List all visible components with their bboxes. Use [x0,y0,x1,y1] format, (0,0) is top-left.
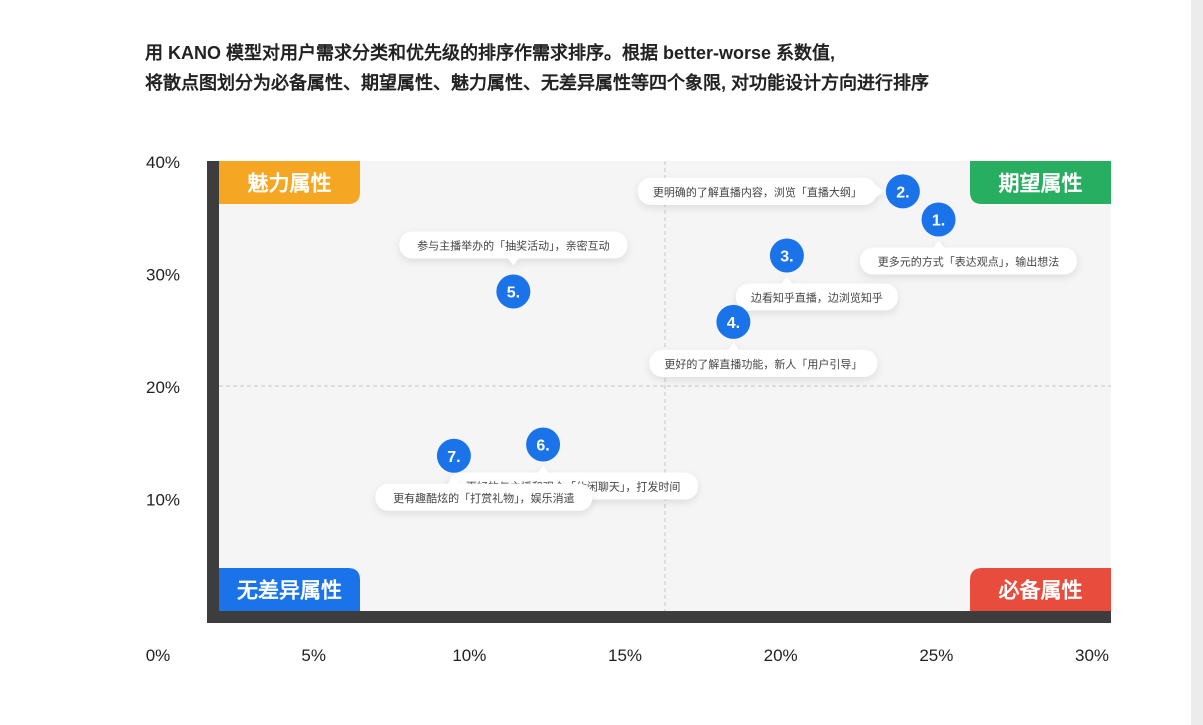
x-tick-label: 20% [764,646,798,665]
data-point-label: 7. [447,449,460,466]
callout-bubble [375,476,593,511]
quadrant-label-bg [970,568,1111,611]
quadrant-label-bg [219,161,360,204]
callout-text: 参与主播举办的「抽奖活动」，亲密互动 [417,239,610,253]
data-point-label: 2. [896,184,909,201]
data-point [716,304,751,339]
callout-box [860,247,1078,275]
callout-tail [727,342,740,351]
chart-description: 用 KANO 模型对用户需求分类和优先级的排序作需求排序。根据 better-w… [145,38,1145,98]
x-tick-label: 25% [919,646,953,665]
y-tick-label: 20% [146,378,180,397]
data-point [496,274,531,309]
callout-tail [447,476,460,485]
quadrant-label-bg [970,161,1111,204]
description-line-2: 将散点图划分为必备属性、期望属性、魅力属性、无差异属性等四个象限, 对功能设计方… [145,73,929,93]
quadrant-label: 魅力属性 [248,172,332,196]
callout-box [735,283,898,311]
y-tick-label: 10% [146,491,180,510]
callout-text: 更好的了解直播功能，新人「用户引导」 [664,357,862,371]
quadrant-label: 期望属性 [999,172,1083,196]
x-tick-label: 30% [1075,646,1109,665]
x-tick-label: 10% [452,646,486,665]
data-point [769,238,804,273]
data-point [921,202,956,237]
quadrant-label: 必备属性 [999,579,1083,603]
data-point-label: 1. [932,213,945,230]
data-point-label: 6. [536,438,549,455]
callout-box [399,231,628,259]
x-tick-label: 15% [608,646,642,665]
callout-tail [875,185,884,198]
callout-bubble [399,231,628,266]
x-tick-label: 5% [301,646,326,665]
window-edge-strip [1191,0,1203,725]
callout-text: 更多元的方式「表达观点」，输出想法 [878,255,1060,269]
data-point-label: 4. [727,315,740,332]
y-tick-label: 40% [146,153,180,172]
callout-bubble [860,240,1078,275]
callout-bubble [649,342,878,377]
y-axis-line [207,161,219,623]
callout-text: 更有趣酷炫的「打赏礼物」，娱乐消遣 [393,491,575,505]
data-point [526,427,561,462]
callout-tail [537,465,550,474]
callout-box [649,349,878,377]
callout-box [375,483,593,511]
data-point-label: 5. [507,285,520,302]
quadrant-label-bg [219,568,360,611]
callout-text: 更明确的了解直播内容，浏览「直播大纲」 [653,185,862,199]
x-tick-label: 0% [146,646,171,665]
callout-bubble [637,177,884,205]
description-line-1: 用 KANO 模型对用户需求分类和优先级的排序作需求排序。根据 better-w… [145,43,836,63]
callout-bubble [735,276,898,311]
callout-tail [932,240,945,249]
callout-text: 边看知乎直播，边浏览知乎 [751,291,883,305]
y-tick-label: 30% [146,266,180,285]
data-point [885,174,920,209]
callout-tail [780,276,793,285]
callout-tail [507,257,520,266]
callout-box [637,177,877,205]
data-point-label: 3. [780,249,793,266]
data-point [436,438,471,473]
quadrant-label: 无差异属性 [237,579,342,603]
x-axis-line [207,611,1111,623]
